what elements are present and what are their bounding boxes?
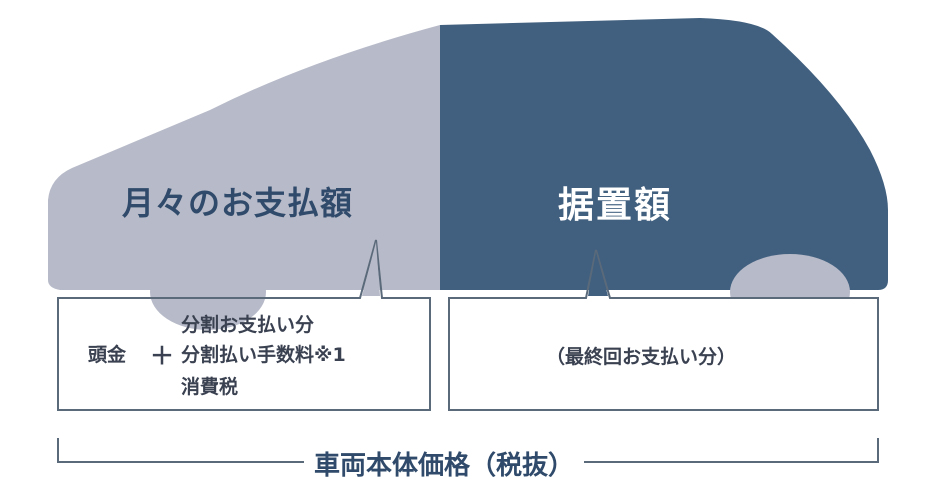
residual-value-label: 据置額 <box>558 176 672 228</box>
installment-item: 分割お支払い分 <box>181 310 314 337</box>
down-payment-text: 頭金 <box>88 340 126 367</box>
car-silhouette <box>48 18 888 330</box>
plus-sign: ＋ <box>150 336 174 371</box>
monthly-payment-label: 月々のお支払額 <box>122 178 353 224</box>
consumption-tax-item: 消費税 <box>181 372 238 399</box>
vehicle-price-label: 車両本体価格（税抜） <box>304 445 584 482</box>
final-payment-text: （最終回お支払い分） <box>546 342 736 369</box>
installment-fee-item: 分割払い手数料※1 <box>181 340 346 367</box>
